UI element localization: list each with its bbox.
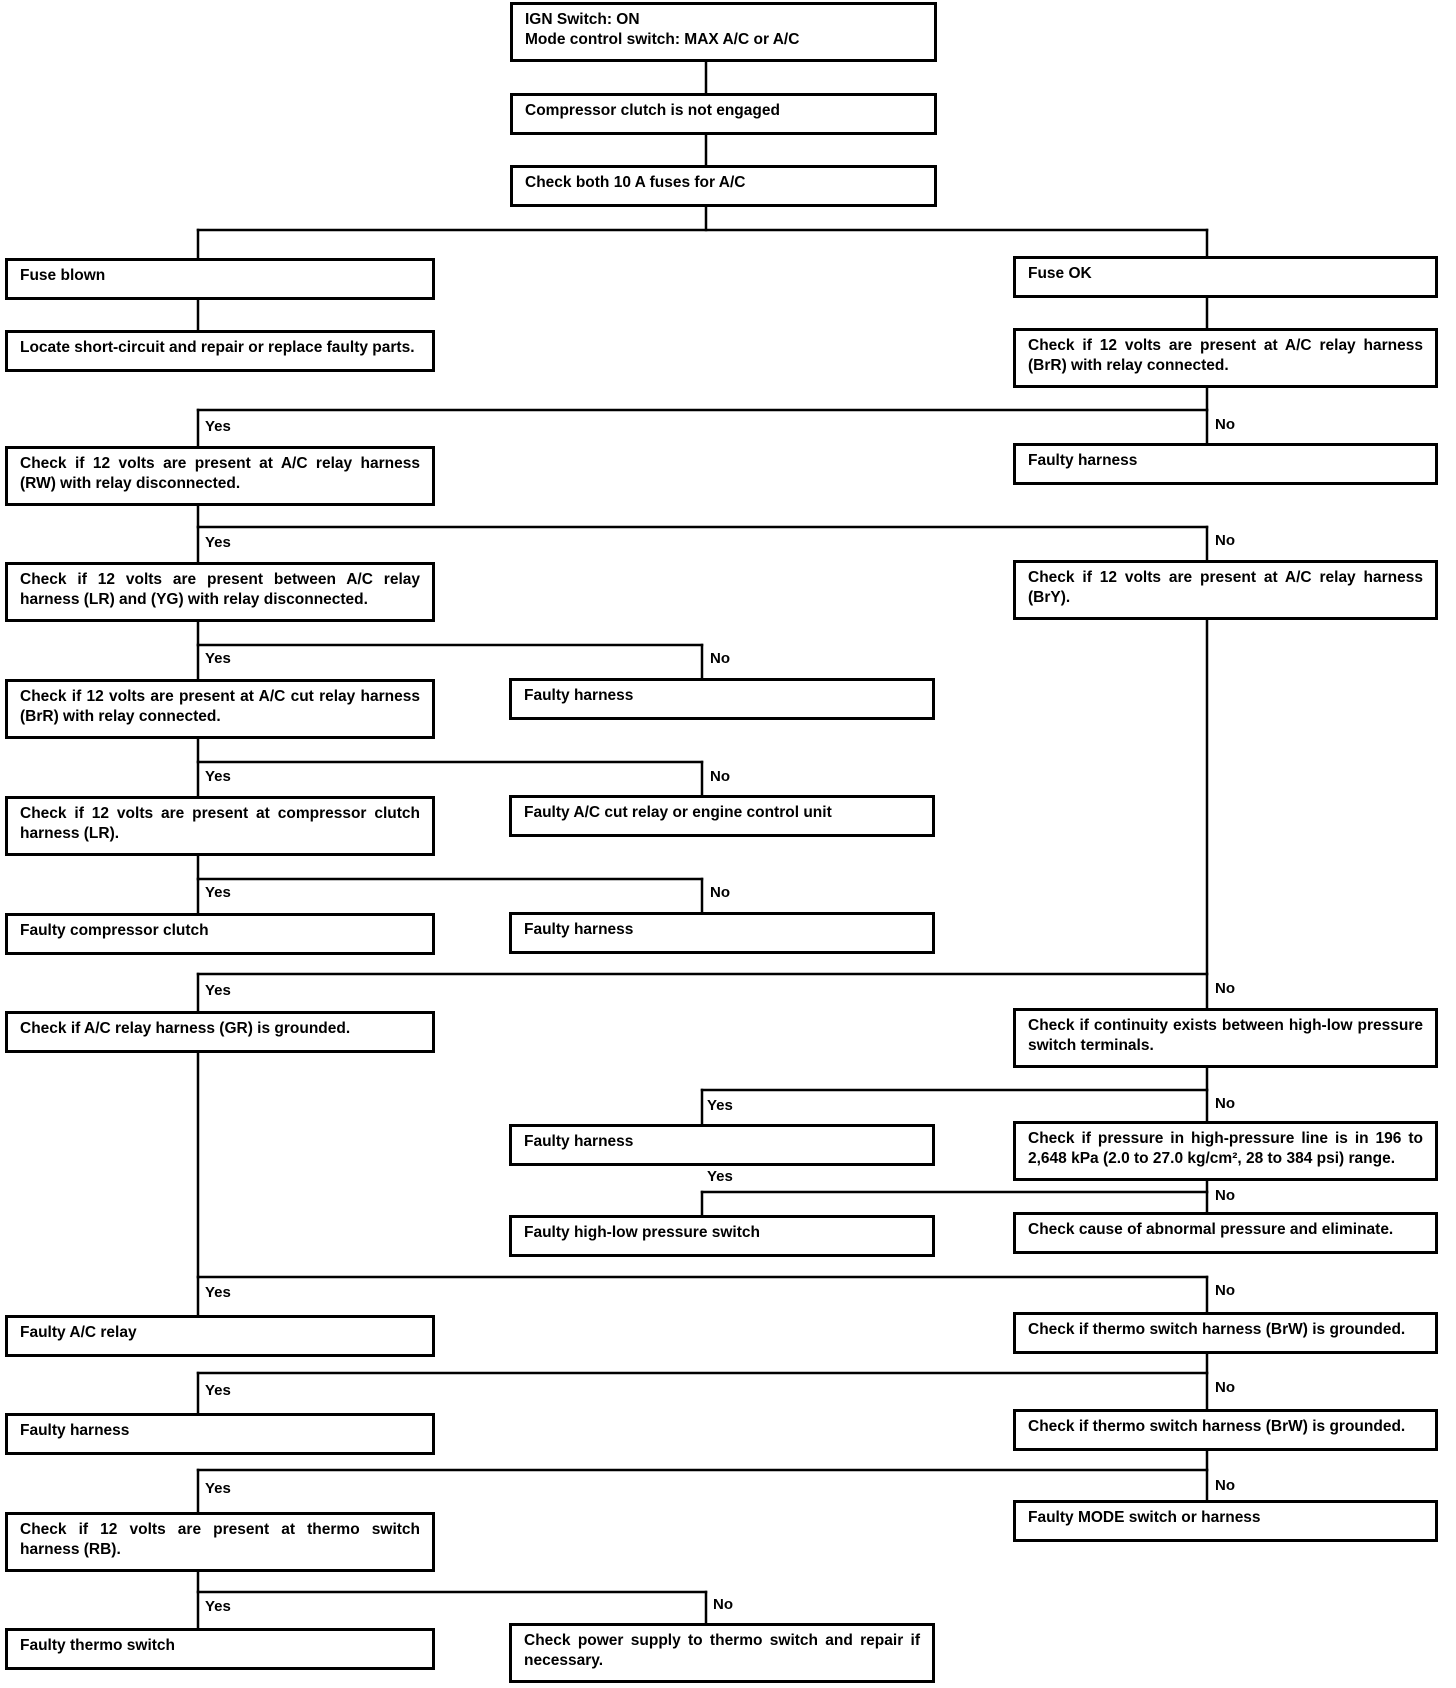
node-check-clutch-lr: Check if 12 volts are present at compres…: [5, 796, 435, 856]
yes-branch-label: Yes: [205, 1284, 231, 1301]
node-check-bry: Check if 12 volts are present at A/C rel…: [1013, 560, 1438, 620]
no-branch-label: No: [1215, 1477, 1235, 1494]
node-check-continuity: Check if continuity exists between high-…: [1013, 1008, 1438, 1068]
no-branch-label: No: [1215, 1095, 1235, 1112]
no-branch-label: No: [710, 884, 730, 901]
node-check-pressure: Check if pressure in high-pressure line …: [1013, 1121, 1438, 1181]
yes-branch-label: Yes: [205, 768, 231, 785]
yes-branch-label: Yes: [205, 534, 231, 551]
node-fuse-ok: Fuse OK: [1013, 256, 1438, 298]
yes-branch-label: Yes: [205, 982, 231, 999]
yes-branch-label: Yes: [707, 1097, 733, 1114]
node-fuse-blown: Fuse blown: [5, 258, 435, 300]
no-branch-label: No: [1215, 1282, 1235, 1299]
node-faulty-harness-5: Faulty harness: [5, 1413, 435, 1455]
node-faulty-ac-relay: Faulty A/C relay: [5, 1315, 435, 1357]
node-check-rw: Check if 12 volts are present at A/C rel…: [5, 446, 435, 506]
no-branch-label: No: [1215, 1379, 1235, 1396]
no-branch-label: No: [710, 768, 730, 785]
node-check-lr-yg: Check if 12 volts are present between A/…: [5, 562, 435, 622]
no-branch-label: No: [713, 1596, 733, 1613]
no-branch-label: No: [1215, 980, 1235, 997]
node-faulty-pressure-switch: Faulty high-low pressure switch: [509, 1215, 935, 1257]
yes-branch-label: Yes: [205, 650, 231, 667]
node-faulty-harness-4: Faulty harness: [509, 1124, 935, 1166]
node-check-gr-ground: Check if A/C relay harness (GR) is groun…: [5, 1011, 435, 1053]
yes-branch-label: Yes: [205, 1382, 231, 1399]
node-check-brr: Check if 12 volts are present at A/C rel…: [1013, 328, 1438, 388]
node-check-abnormal: Check cause of abnormal pressure and eli…: [1013, 1212, 1438, 1254]
node-faulty-cut-relay: Faulty A/C cut relay or engine control u…: [509, 795, 935, 837]
yes-branch-label: Yes: [205, 418, 231, 435]
node-check-cut-relay: Check if 12 volts are present at A/C cut…: [5, 679, 435, 739]
no-branch-label: No: [1215, 532, 1235, 549]
yes-branch-label: Yes: [205, 884, 231, 901]
node-check-thermo-1: Check if thermo switch harness (BrW) is …: [1013, 1312, 1438, 1354]
no-branch-label: No: [710, 650, 730, 667]
node-faulty-clutch: Faulty compressor clutch: [5, 913, 435, 955]
node-not-engaged: Compressor clutch is not engaged: [510, 93, 937, 135]
node-check-power: Check power supply to thermo switch and …: [509, 1623, 935, 1683]
node-faulty-harness-1: Faulty harness: [1013, 443, 1438, 485]
no-branch-label: No: [1215, 416, 1235, 433]
node-faulty-harness-3: Faulty harness: [509, 912, 935, 954]
no-branch-label: No: [1215, 1187, 1235, 1204]
node-faulty-harness-2: Faulty harness: [509, 678, 935, 720]
yes-branch-label: Yes: [707, 1168, 733, 1185]
node-check-fuses: Check both 10 A fuses for A/C: [510, 165, 937, 207]
yes-branch-label: Yes: [205, 1480, 231, 1497]
node-check-thermo-2: Check if thermo switch harness (BrW) is …: [1013, 1409, 1438, 1451]
node-check-rb: Check if 12 volts are present at thermo …: [5, 1512, 435, 1572]
node-locate-short: Locate short-circuit and repair or repla…: [5, 330, 435, 372]
node-faulty-thermo: Faulty thermo switch: [5, 1628, 435, 1670]
yes-branch-label: Yes: [205, 1598, 231, 1615]
node-faulty-mode: Faulty MODE switch or harness: [1013, 1500, 1438, 1542]
